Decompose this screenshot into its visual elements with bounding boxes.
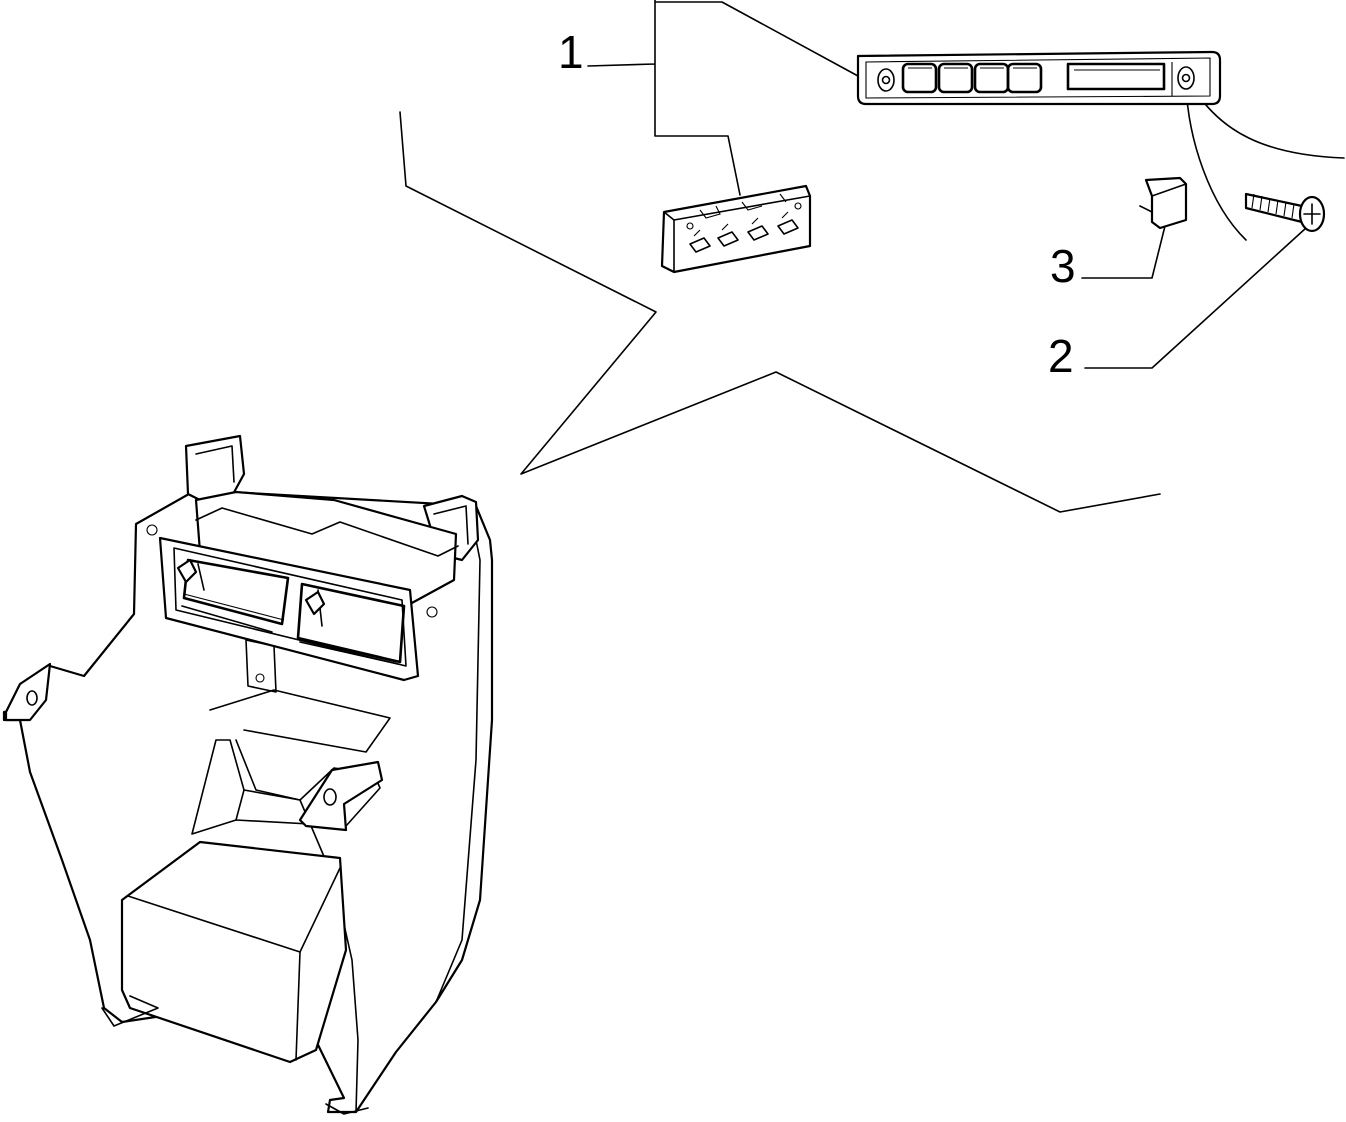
callout-labels: 1 3 2 bbox=[558, 26, 1076, 382]
control-panel-faceplate bbox=[858, 52, 1220, 104]
callout-label-1: 1 bbox=[558, 26, 584, 78]
console-housing bbox=[4, 436, 492, 1114]
switch-module-tabs bbox=[690, 212, 798, 252]
clip-cap bbox=[1140, 178, 1186, 228]
faceplate-display-window bbox=[1068, 64, 1164, 89]
air-vent-frame bbox=[147, 525, 437, 680]
right-mounting-tab bbox=[300, 762, 382, 830]
switch-module bbox=[662, 186, 810, 272]
faceplate-mounting-hole-right bbox=[1172, 62, 1194, 96]
top-left-clip bbox=[186, 436, 244, 500]
left-mounting-tab bbox=[6, 664, 50, 720]
storage-box bbox=[122, 842, 346, 1062]
faceplate-mounting-hole-left bbox=[878, 69, 894, 91]
callout-label-2: 2 bbox=[1048, 330, 1074, 382]
screw bbox=[1246, 194, 1324, 231]
callout-label-3: 3 bbox=[1050, 240, 1076, 292]
faceplate-buttons bbox=[903, 64, 1041, 92]
